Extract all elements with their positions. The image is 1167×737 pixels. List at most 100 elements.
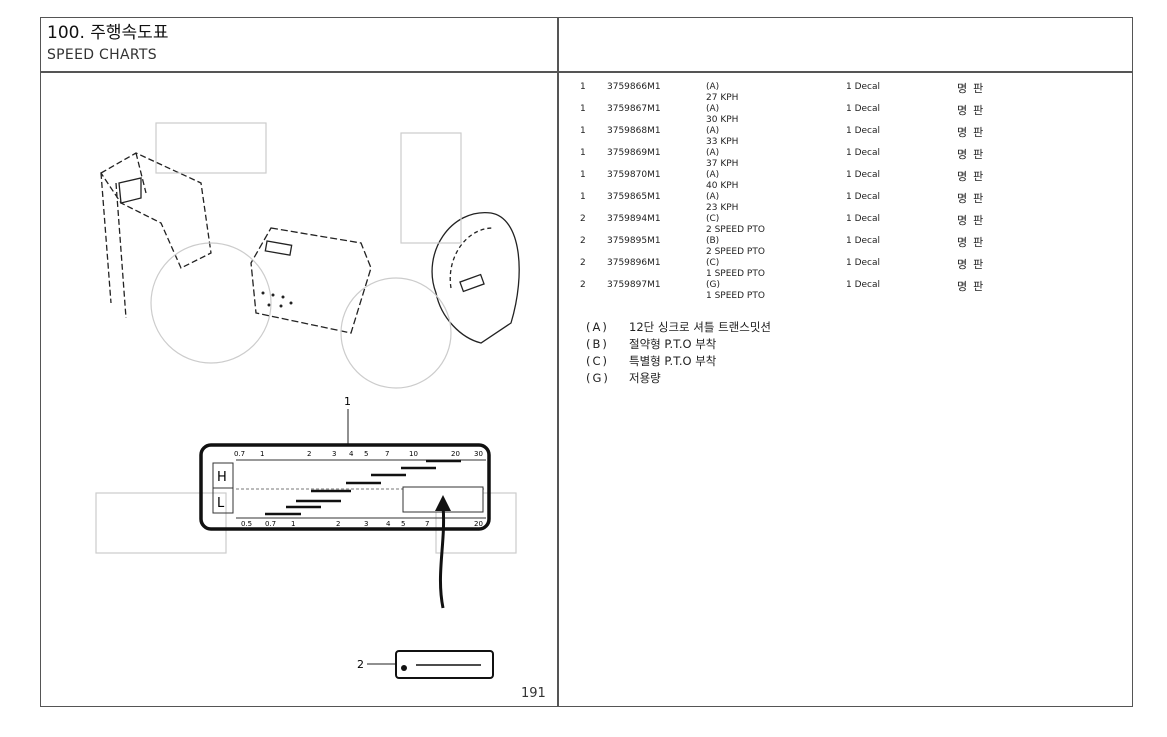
chart-letter-h: H bbox=[217, 470, 227, 485]
part-spec: 27 KPH bbox=[706, 93, 739, 103]
part-number: 3759896M1 bbox=[607, 258, 661, 268]
part-number: 3759869M1 bbox=[607, 148, 661, 158]
part-name-kr: 명판 bbox=[957, 236, 990, 249]
part-name-kr: 명판 bbox=[957, 82, 990, 95]
bottom-scale-label: 7 bbox=[425, 520, 429, 528]
part-code: (A) bbox=[706, 170, 720, 180]
note-text: 절약형 P.T.O 부착 bbox=[629, 337, 717, 351]
part-name-kr: 명판 bbox=[957, 126, 990, 139]
top-scale-label: 7 bbox=[385, 450, 389, 458]
part-unit: 1 Decal bbox=[846, 82, 881, 92]
part-spec: 2 SPEED PTO bbox=[706, 247, 765, 257]
part-description: (A)33 KPH bbox=[706, 126, 738, 148]
part-spec: 33 KPH bbox=[706, 137, 739, 147]
page-number: 191 bbox=[521, 686, 546, 701]
part-code: (A) bbox=[706, 148, 720, 158]
bottom-scale: 0.5 0.7 1 2 3 4 5 7 20 bbox=[241, 520, 483, 528]
bottom-scale-label: 5 bbox=[401, 520, 405, 528]
part-name-kr: 명판 bbox=[957, 214, 990, 227]
part-number: 3759865M1 bbox=[607, 192, 661, 202]
part-unit: 1 Decal bbox=[846, 214, 881, 224]
part-qty: 1 bbox=[580, 192, 586, 202]
part-unit: 1 Decal bbox=[846, 280, 881, 290]
part-number: 3759894M1 bbox=[607, 214, 661, 224]
part-qty: 1 bbox=[580, 148, 586, 158]
arrow bbox=[438, 504, 446, 609]
part-name-kr: 명판 bbox=[957, 258, 990, 271]
top-scale-label: 3 bbox=[332, 450, 336, 458]
part-code: (C) bbox=[706, 214, 720, 224]
part-spec: 1 SPEED PTO bbox=[706, 291, 765, 301]
part-code: (A) bbox=[706, 82, 720, 92]
bottom-scale-label: 20 bbox=[474, 520, 483, 528]
exploded-diagram: 1 H L 0.7 1 2 3 4 5 bbox=[95, 122, 520, 679]
bottom-scale-label: 2 bbox=[336, 520, 340, 528]
top-scale-label: 0.7 bbox=[234, 450, 245, 458]
top-scale-label: 2 bbox=[307, 450, 311, 458]
note-text: 저용량 bbox=[629, 371, 661, 385]
part-qty: 2 bbox=[580, 258, 586, 268]
part-spec: 1 SPEED PTO bbox=[706, 269, 765, 279]
part-number: 3759895M1 bbox=[607, 236, 661, 246]
part-unit: 1 Decal bbox=[846, 126, 881, 136]
callout-1: 1 bbox=[344, 395, 351, 408]
part-code: (B) bbox=[706, 236, 720, 246]
part-description: (C)2 SPEED PTO bbox=[706, 214, 765, 236]
part-code: (A) bbox=[706, 126, 720, 136]
part-qty: 2 bbox=[580, 280, 586, 290]
catalog-page: 100. 주행속도표 SPEED CHARTS 191 1 H L bbox=[40, 17, 1133, 707]
note-key: (A) bbox=[586, 320, 609, 334]
part-name-kr: 명판 bbox=[957, 170, 990, 183]
part-description: (B)2 SPEED PTO bbox=[706, 236, 765, 258]
part-code: (A) bbox=[706, 104, 720, 114]
part-spec: 37 KPH bbox=[706, 159, 739, 169]
chart-letter-l: L bbox=[217, 496, 225, 511]
part-number: 3759866M1 bbox=[607, 82, 661, 92]
note-text: 12단 싱크로 셔틀 트랜스밋션 bbox=[629, 320, 771, 334]
part-spec: 2 SPEED PTO bbox=[706, 225, 765, 235]
bottom-scale-label: 0.5 bbox=[241, 520, 252, 528]
part-description: (A)30 KPH bbox=[706, 104, 738, 126]
part-qty: 2 bbox=[580, 236, 586, 246]
part-name-kr: 명판 bbox=[957, 104, 990, 117]
top-scale-label: 1 bbox=[260, 450, 264, 458]
part-number: 3759870M1 bbox=[607, 170, 661, 180]
top-scale-label: 10 bbox=[409, 450, 418, 458]
part-unit: 1 Decal bbox=[846, 104, 881, 114]
part-qty: 1 bbox=[580, 170, 586, 180]
part-unit: 1 Decal bbox=[846, 170, 881, 180]
top-scale: 0.7 1 2 3 4 5 7 10 20 30 bbox=[234, 450, 483, 458]
part-unit: 1 Decal bbox=[846, 192, 881, 202]
part-code: (G) bbox=[706, 280, 720, 290]
part-number: 3759897M1 bbox=[607, 280, 661, 290]
bottom-scale-label: 1 bbox=[291, 520, 295, 528]
top-scale-label: 30 bbox=[474, 450, 483, 458]
part-qty: 1 bbox=[580, 82, 586, 92]
decal-holder bbox=[118, 177, 142, 204]
part-unit: 1 Decal bbox=[846, 258, 881, 268]
part-spec: 30 KPH bbox=[706, 115, 739, 125]
part-qty: 1 bbox=[580, 104, 586, 114]
part-number: 3759868M1 bbox=[607, 126, 661, 136]
note-text: 특별형 P.T.O 부착 bbox=[629, 354, 717, 368]
instrument-panel bbox=[250, 227, 372, 334]
part-description: (A)37 KPH bbox=[706, 148, 738, 170]
bottom-scale-label: 3 bbox=[364, 520, 368, 528]
speed-chart-decal: H L 0.7 1 2 3 4 5 7 10 20 30 bbox=[199, 443, 491, 609]
bottom-scale-label: 0.7 bbox=[265, 520, 276, 528]
page-subtitle: SPEED CHARTS bbox=[47, 47, 157, 63]
part-name-kr: 명판 bbox=[957, 280, 990, 293]
part-spec: 23 KPH bbox=[706, 203, 739, 213]
part-unit: 1 Decal bbox=[846, 236, 881, 246]
top-scale-label: 5 bbox=[364, 450, 368, 458]
header-divider bbox=[41, 71, 1132, 73]
part-description: (A)27 KPH bbox=[706, 82, 738, 104]
pto-decal bbox=[395, 650, 494, 679]
part-unit: 1 Decal bbox=[846, 148, 881, 158]
page-title: 100. 주행속도표 bbox=[47, 23, 169, 43]
top-scale-label: 4 bbox=[349, 450, 354, 458]
part-description: (C)1 SPEED PTO bbox=[706, 258, 765, 280]
cab-panel bbox=[100, 152, 212, 319]
note-key: (C) bbox=[586, 354, 610, 368]
note-key: (B) bbox=[586, 337, 609, 351]
